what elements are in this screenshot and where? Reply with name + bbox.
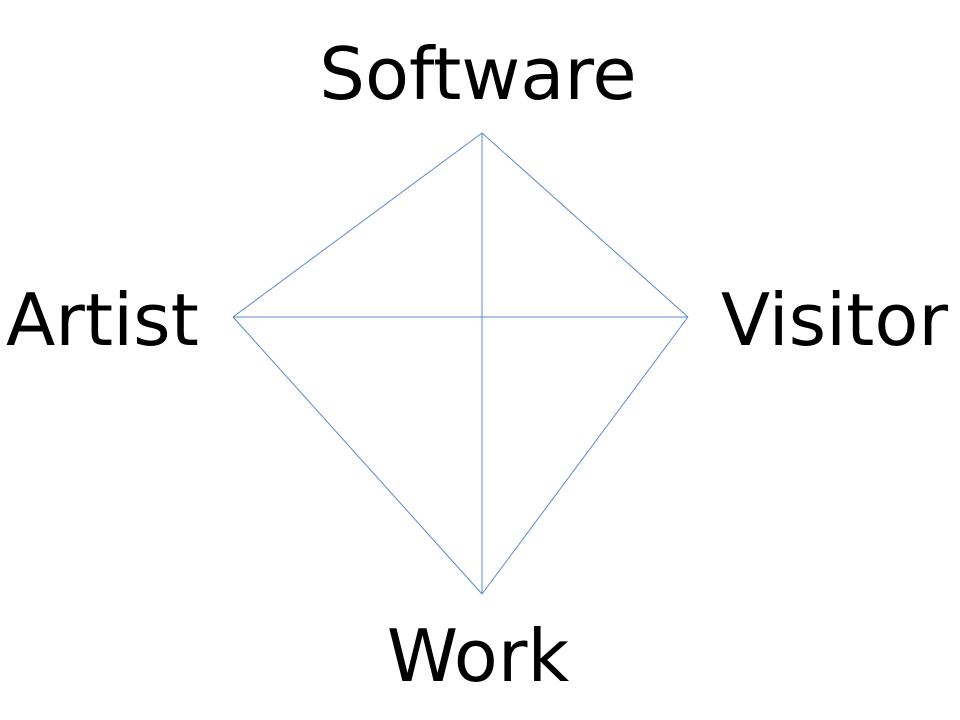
node-label-artist: Artist — [6, 278, 199, 362]
edge-right-bottom — [481, 316, 689, 595]
edge-left-bottom — [232, 316, 483, 595]
node-label-visitor: Visitor — [720, 278, 948, 362]
edge-top-right — [481, 132, 689, 318]
edge-top-left — [232, 132, 483, 318]
node-label-software: Software — [319, 32, 637, 116]
node-label-work: Work — [386, 614, 570, 698]
